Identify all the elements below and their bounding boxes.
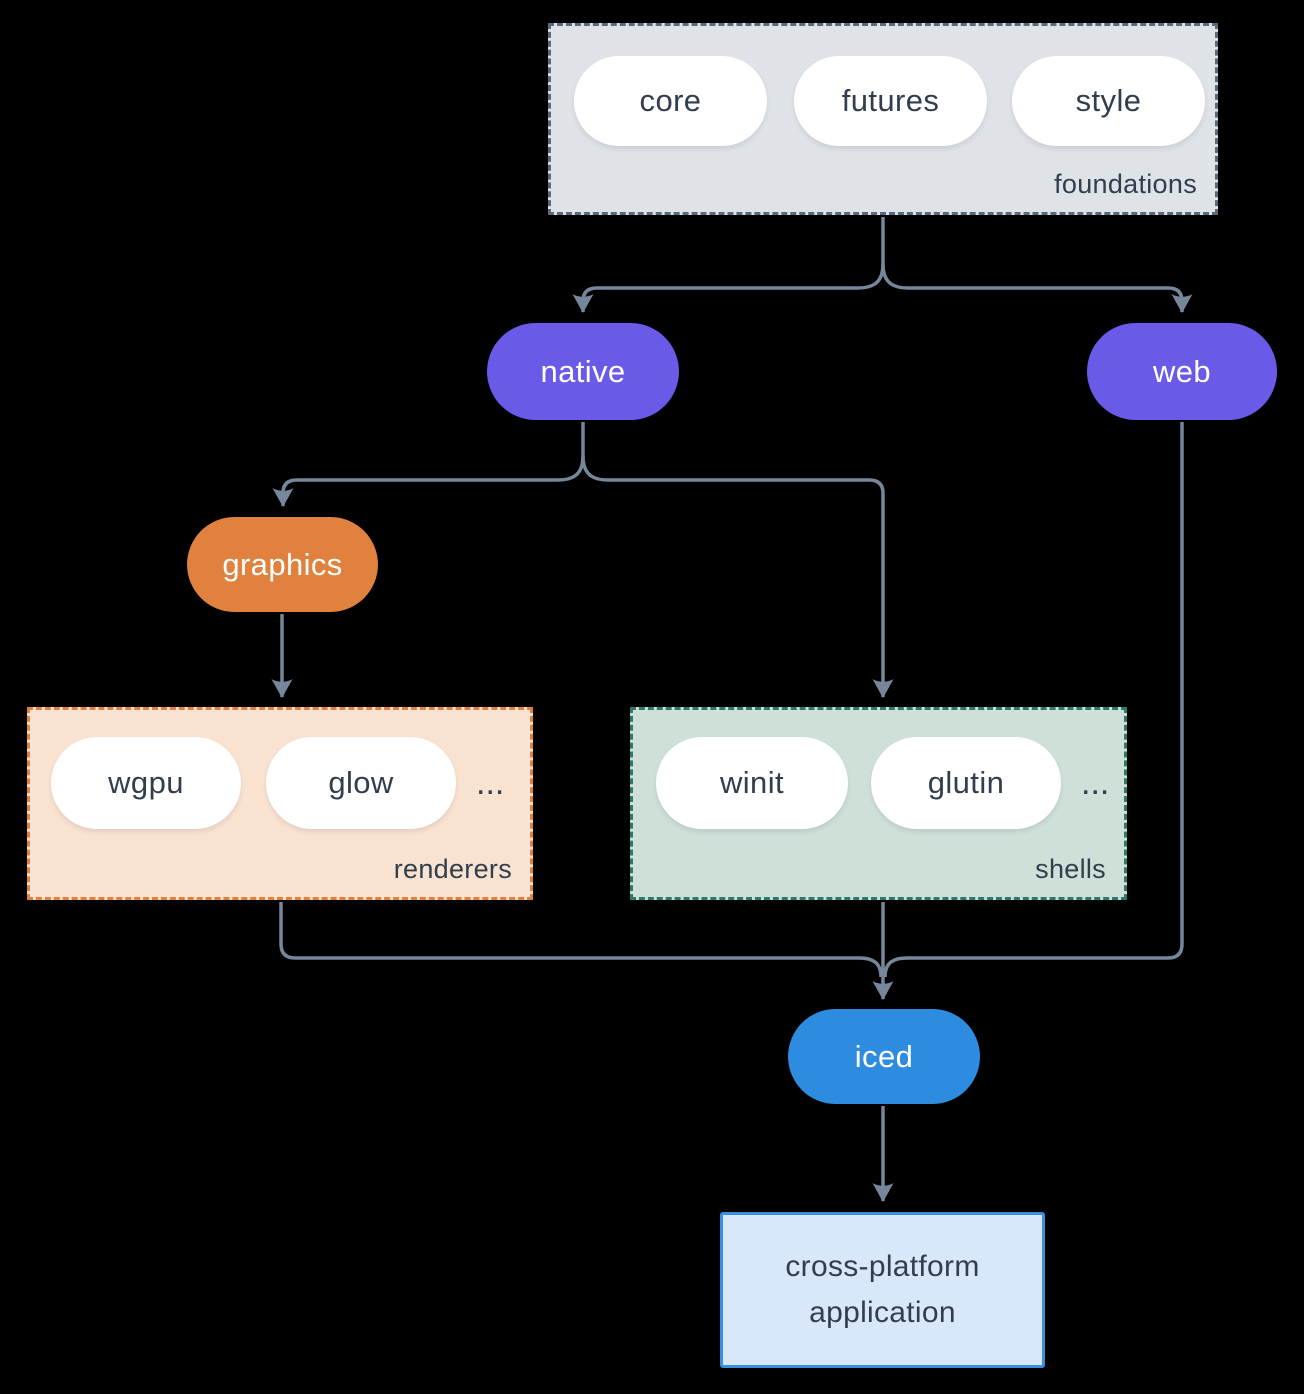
group-renderers-label: renderers (393, 854, 512, 884)
edge-foundations-native (572, 263, 885, 314)
group-foundations-label: foundations (1054, 169, 1197, 199)
node-graphics: graphics (187, 517, 378, 612)
node-iced: iced (788, 1009, 980, 1104)
edge-native-graphics (272, 455, 585, 508)
node-core: core (574, 56, 767, 146)
node-web: web (1087, 323, 1277, 420)
group-shells: winit glutin ... shells (630, 707, 1127, 900)
renderers-ellipsis: ... (476, 763, 505, 802)
node-glutin: glutin (871, 737, 1061, 829)
node-winit: winit (656, 737, 848, 829)
shells-ellipsis: ... (1081, 763, 1110, 802)
node-cross-platform-application: cross-platform application (720, 1212, 1045, 1368)
edge-native-shells (581, 455, 894, 699)
node-wgpu: wgpu (51, 737, 241, 829)
edge-renderers-merge (279, 902, 883, 978)
node-style: style (1012, 56, 1205, 146)
group-foundations: core futures style foundations (548, 23, 1218, 215)
node-futures: futures (794, 56, 987, 146)
edge-web-merge (883, 422, 1184, 978)
edge-foundations-web (881, 263, 1193, 314)
group-shells-label: shells (1035, 854, 1106, 884)
group-renderers: wgpu glow ... renderers (27, 707, 533, 900)
node-glow: glow (266, 737, 456, 829)
node-native: native (487, 323, 679, 420)
